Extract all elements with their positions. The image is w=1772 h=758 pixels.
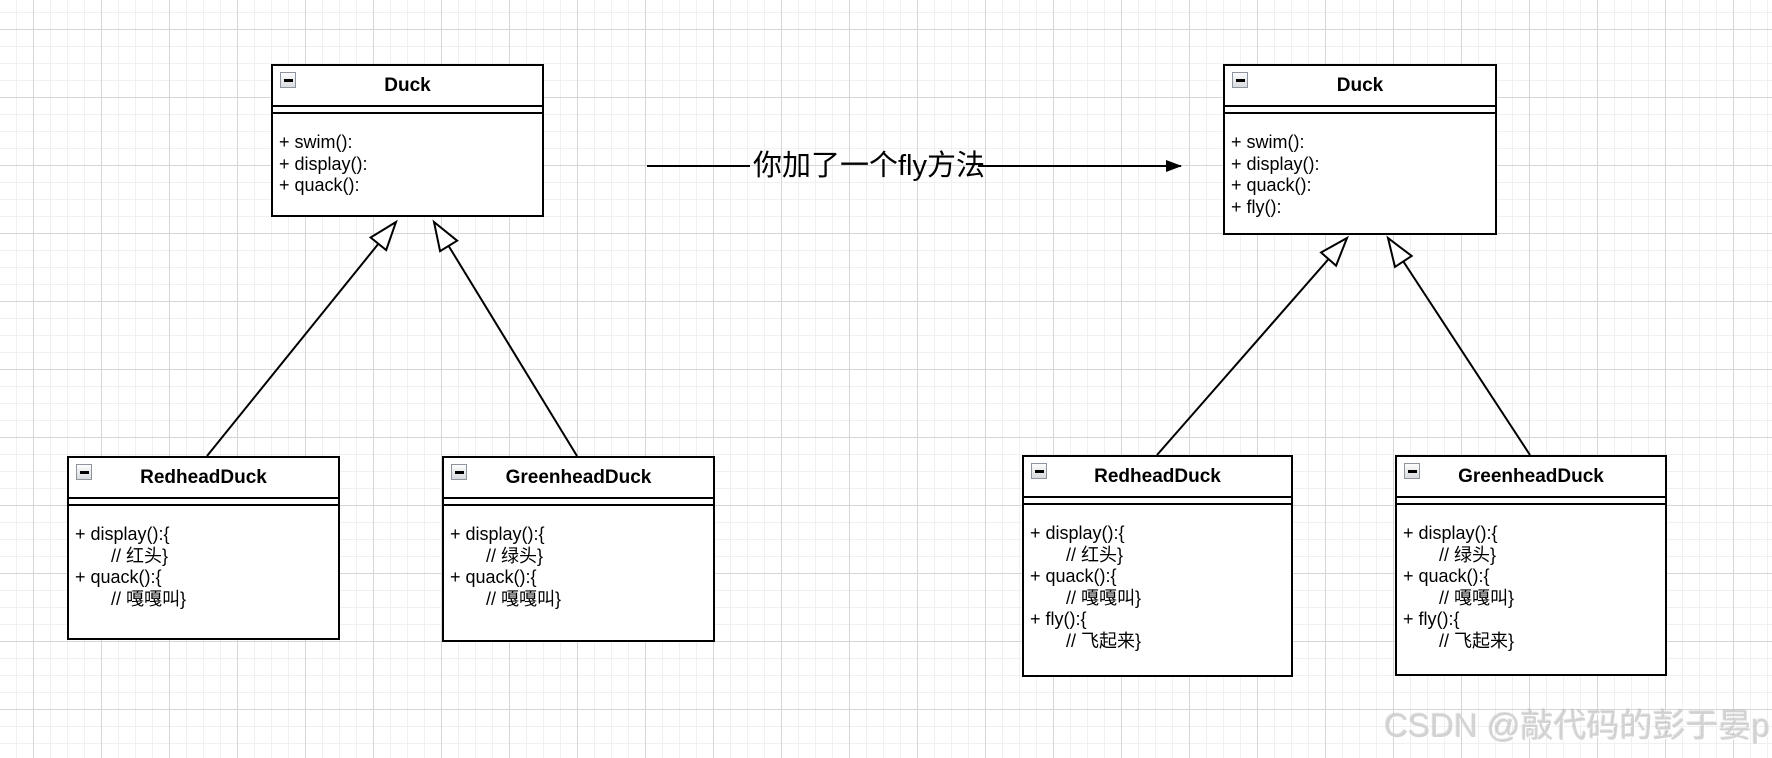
compartment-separator: [1397, 498, 1665, 505]
inheritance-arrow-redheadduck-before: [206, 219, 398, 457]
class-box-redheadduck-after[interactable]: RedheadDuck + display():{ // 红头} + quack…: [1022, 455, 1293, 677]
comment-line: // 嘎嘎叫}: [1066, 587, 1142, 608]
class-box-greenheadduck-after[interactable]: GreenheadDuck + display():{ // 绿头} + qua…: [1395, 455, 1667, 676]
class-title: Duck: [384, 75, 431, 96]
inheritance-arrow-greenheadduck-before: [432, 219, 578, 457]
class-header: GreenheadDuck: [1397, 457, 1665, 498]
compartment-separator: [69, 499, 338, 506]
minus-glyph: [1407, 469, 1417, 473]
method-line: + swim():: [1231, 132, 1305, 152]
class-header: RedheadDuck: [69, 458, 338, 499]
method-line: + display():{: [1403, 523, 1498, 543]
transition-arrow-label: 你加了一个fly方法: [753, 150, 986, 182]
method-line: + quack():{: [450, 567, 537, 587]
comment-line: // 嘎嘎叫}: [486, 588, 562, 609]
class-title: RedheadDuck: [140, 467, 267, 488]
methods-compartment: + swim(): + display(): + quack(): + fly(…: [1225, 114, 1495, 218]
methods-compartment: + display():{ // 红头} + quack():{ // 嘎嘎叫}…: [1024, 505, 1291, 652]
comment-line: // 红头}: [111, 545, 169, 566]
comment-line: // 嘎嘎叫}: [111, 588, 187, 609]
collapse-icon[interactable]: [280, 72, 296, 88]
minus-glyph: [1235, 78, 1245, 82]
methods-compartment: + display():{ // 绿头} + quack():{ // 嘎嘎叫}: [444, 506, 713, 610]
collapse-icon[interactable]: [1404, 463, 1420, 479]
minus-glyph: [454, 470, 464, 474]
method-line: + display():{: [1030, 523, 1125, 543]
class-header: Duck: [273, 66, 542, 107]
method-line: + quack():{: [1030, 566, 1117, 586]
method-line: + quack():{: [1403, 566, 1490, 586]
class-title: GreenheadDuck: [505, 467, 652, 488]
class-header: RedheadDuck: [1024, 457, 1291, 498]
comment-line: // 飞起来}: [1066, 630, 1142, 651]
class-title: Duck: [1336, 75, 1384, 96]
class-header: Duck: [1225, 66, 1495, 107]
method-line: + display():{: [75, 524, 170, 544]
class-box-duck-after[interactable]: Duck + swim(): + display(): + quack(): +…: [1223, 64, 1497, 235]
compartment-separator: [273, 107, 542, 114]
watermark-text: CSDN @敲代码的彭于晏p: [1384, 707, 1770, 744]
comment-line: // 绿头}: [486, 545, 544, 566]
method-line: + fly():: [1231, 196, 1282, 217]
methods-compartment: + display():{ // 红头} + quack():{ // 嘎嘎叫}: [69, 506, 338, 610]
class-title: RedheadDuck: [1094, 466, 1221, 487]
methods-compartment: + swim(): + display(): + quack():: [273, 114, 542, 197]
minus-glyph: [79, 470, 89, 474]
compartment-separator: [444, 499, 713, 506]
method-line: + fly():{: [1030, 609, 1087, 629]
method-line: + quack():: [279, 175, 360, 195]
method-line: + display():{: [450, 524, 545, 544]
comment-line: // 绿头}: [1439, 544, 1497, 565]
minus-glyph: [1034, 469, 1044, 473]
inheritance-arrow-redheadduck-after: [1156, 235, 1349, 456]
comment-line: // 嘎嘎叫}: [1439, 587, 1515, 608]
comment-line: // 红头}: [1066, 544, 1124, 565]
class-title: GreenheadDuck: [1458, 466, 1604, 487]
method-line: + fly():{: [1403, 609, 1460, 629]
class-box-duck-before[interactable]: Duck + swim(): + display(): + quack():: [271, 64, 544, 217]
class-box-greenheadduck-before[interactable]: GreenheadDuck + display():{ // 绿头} + qua…: [442, 456, 715, 642]
class-box-redheadduck-before[interactable]: RedheadDuck + display():{ // 红头} + quack…: [67, 456, 340, 640]
method-line: + display():: [1231, 153, 1320, 174]
method-line: + swim():: [279, 132, 353, 152]
compartment-separator: [1225, 107, 1495, 114]
method-line: + display():: [279, 153, 368, 174]
method-line: + quack():{: [75, 567, 162, 587]
compartment-separator: [1024, 498, 1291, 505]
minus-glyph: [283, 78, 293, 82]
class-header: GreenheadDuck: [444, 458, 713, 499]
method-line: + quack():: [1231, 175, 1312, 195]
collapse-icon[interactable]: [1031, 463, 1047, 479]
inheritance-arrow-greenheadduck-after: [1386, 235, 1531, 456]
comment-line: // 飞起来}: [1439, 630, 1515, 651]
collapse-icon[interactable]: [1232, 72, 1248, 88]
collapse-icon[interactable]: [76, 464, 92, 480]
methods-compartment: + display():{ // 绿头} + quack():{ // 嘎嘎叫}…: [1397, 505, 1665, 652]
collapse-icon[interactable]: [451, 464, 467, 480]
